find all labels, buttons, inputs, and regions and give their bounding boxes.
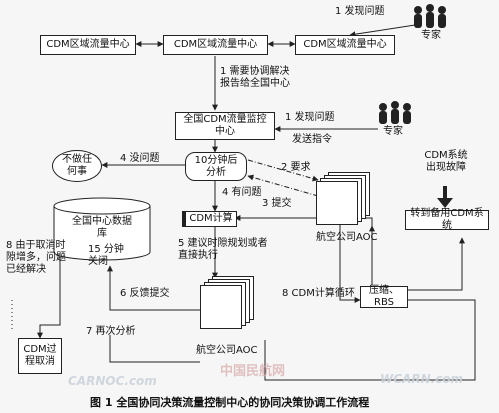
cdm-compute-node: CDM计算 [182, 211, 237, 227]
database-node: 全国中心数据库 [52, 196, 152, 262]
fault-label: CDM系统出现故障 [424, 150, 468, 173]
cdm-cancel-node: CDM过程取消 [18, 338, 62, 374]
step-4-none-label: 4 没问题 [120, 153, 160, 164]
airline-aoc-bottom-label: 航空公司AOC [196, 345, 258, 356]
step-1-right-label: 1 发现问题 [285, 112, 335, 123]
step-1-top-label: 1 发现问题 [335, 6, 385, 17]
regional-center-3: CDM区域流量中心 [295, 35, 395, 55]
step-7-label: 7 再次分析 [86, 326, 136, 337]
regional-center-1: CDM区域流量中心 [40, 35, 136, 55]
analyze-node: 10分钟后分析 [185, 152, 247, 181]
expert-mid-label: 专家 [383, 126, 403, 137]
expert-group-top-icon [414, 4, 446, 28]
watermark-wcarn: WCARN.com [380, 372, 464, 386]
backup-system-node: 转到备用CDM系统 [405, 208, 489, 231]
airline-aoc-right-label: 航空公司AOC [316, 232, 378, 243]
airline-aoc-right-stack [316, 172, 372, 225]
database-icon [53, 197, 151, 261]
figure-caption: 图 1 全国协同决策流量控制中心的协同决策协调工作流程 [90, 396, 370, 409]
step-2-label: 2 要求 [281, 162, 311, 173]
watermark-carnoc: CARNOC.com [68, 374, 157, 388]
airline-aoc-bottom-stack [200, 276, 256, 330]
step-8-left-label: 8 由于取消时隙增多，问题已经解决 [6, 240, 66, 275]
expert-group-mid-icon [379, 101, 411, 124]
step-15-label: 15 分钟关闭 [88, 244, 124, 267]
expert-top-label: 专家 [421, 30, 441, 41]
national-center: 全国CDM流量监控中心 [175, 112, 275, 140]
database-label: 全国中心数据库 [72, 216, 132, 239]
send-command-label: 发送指令 [292, 134, 332, 145]
step-3-label: 3 提交 [262, 198, 292, 209]
step-4-has-label: 4 有问题 [222, 187, 262, 198]
step-1-mid-label: 1 需要协调解决报告给全国中心 [220, 66, 290, 89]
regional-center-2: CDM区域流量中心 [163, 35, 268, 55]
no-action-node: 不做任何事 [52, 150, 102, 182]
step-8-loop-label: 8 CDM计算循环 [282, 288, 355, 299]
watermark-cn: 中国民航网 [220, 364, 286, 379]
compress-rbs-node: 压缩、RBS [360, 285, 408, 308]
step-5-label: 5 建议时隙规划或者直接执行 [178, 238, 268, 261]
step-6-label: 6 反馈提交 [120, 288, 170, 299]
